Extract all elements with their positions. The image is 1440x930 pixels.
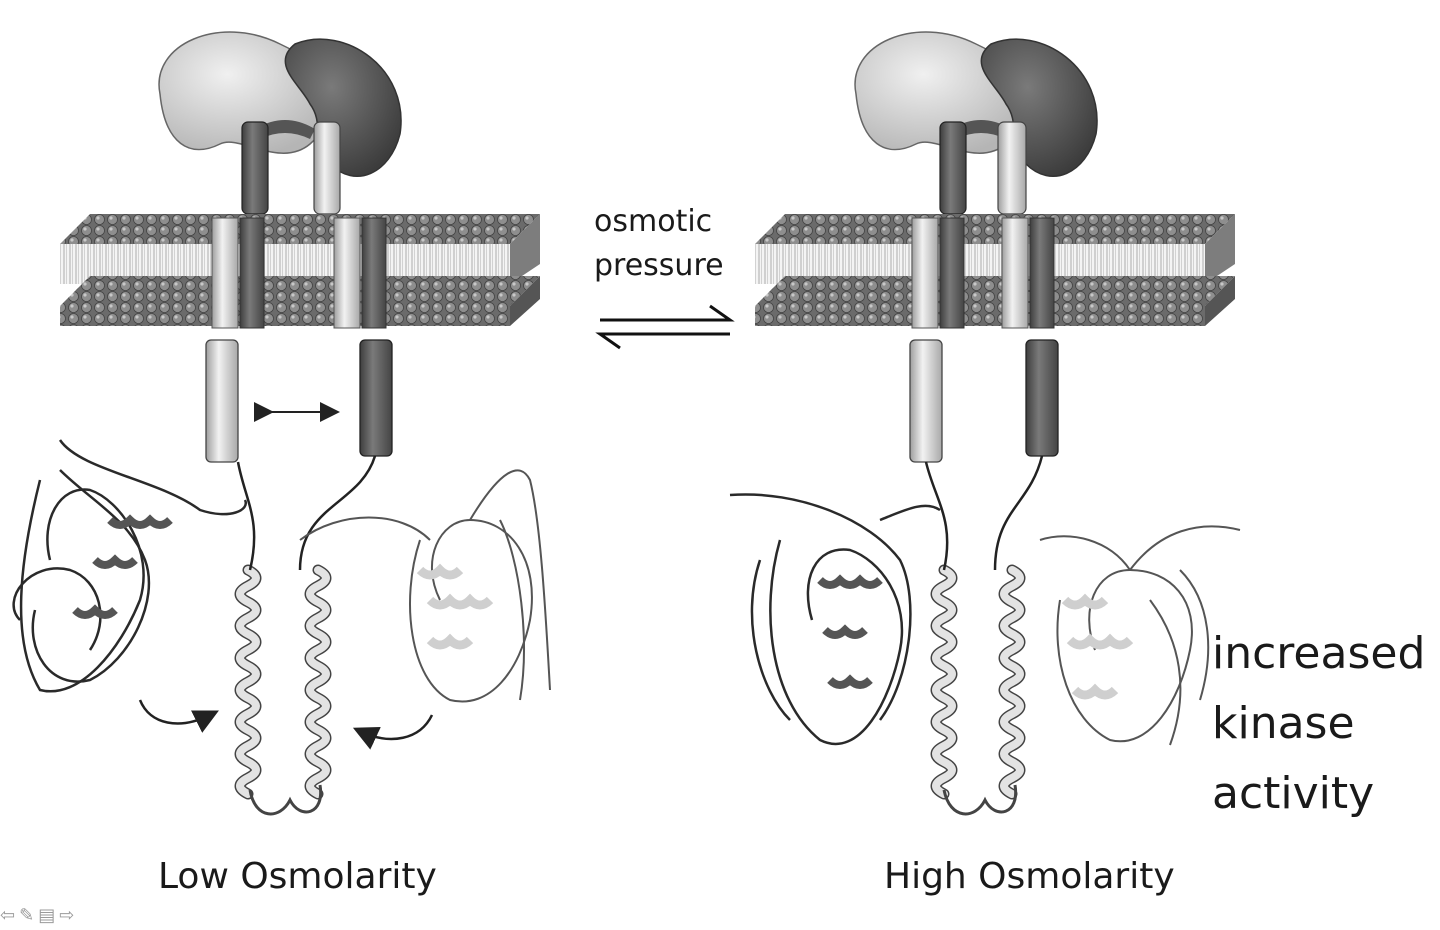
hamp-helix-dark-right: [1025, 339, 1059, 457]
membrane-bilayer-left: [60, 214, 540, 326]
catalytic-domain-dark-left: [12, 439, 247, 693]
menu-icon[interactable]: ▤: [38, 905, 56, 926]
high-osmolarity-panel: [729, 31, 1241, 816]
hamp-helix-light-right: [909, 339, 943, 463]
periplasmic-domain-left: [158, 31, 402, 177]
next-arrow-icon[interactable]: ⇨: [59, 905, 75, 926]
dhp-helix-right-1: [936, 570, 952, 794]
curved-arrow-icon: [352, 714, 434, 750]
periplasmic-domain-right: [854, 31, 1098, 177]
equilibrium-label-line1: osmotic: [594, 204, 713, 239]
dhp-helix-left-1: [240, 570, 256, 794]
equilibrium-arrows-icon: [595, 304, 735, 350]
catalytic-domain-dark-right: [729, 493, 941, 746]
pen-icon[interactable]: ✎: [19, 905, 35, 926]
high-osmolarity-caption: High Osmolarity: [884, 856, 1175, 897]
curved-arrow-icon: [138, 699, 219, 733]
slide-controls: ⇦ ✎ ▤ ⇨: [0, 904, 130, 928]
annotation-line1: increased: [1212, 628, 1426, 679]
hamp-helix-light-left: [205, 339, 239, 463]
hamp-helix-dark-left: [359, 339, 393, 457]
equilibrium-label-line2: pressure: [594, 248, 724, 283]
dhp-helix-right-2: [1004, 570, 1020, 794]
low-osmolarity-panel: [12, 31, 551, 816]
membrane-bilayer-right: [755, 214, 1235, 326]
dhp-helix-left-2: [310, 570, 326, 794]
annotation-line3: activity: [1212, 768, 1375, 819]
catalytic-domain-light-right: [1039, 525, 1241, 746]
prev-arrow-icon[interactable]: ⇦: [0, 905, 16, 926]
annotation-line2: kinase: [1212, 698, 1355, 749]
catalytic-domain-light-left: [299, 469, 551, 703]
low-osmolarity-caption: Low Osmolarity: [158, 856, 437, 897]
